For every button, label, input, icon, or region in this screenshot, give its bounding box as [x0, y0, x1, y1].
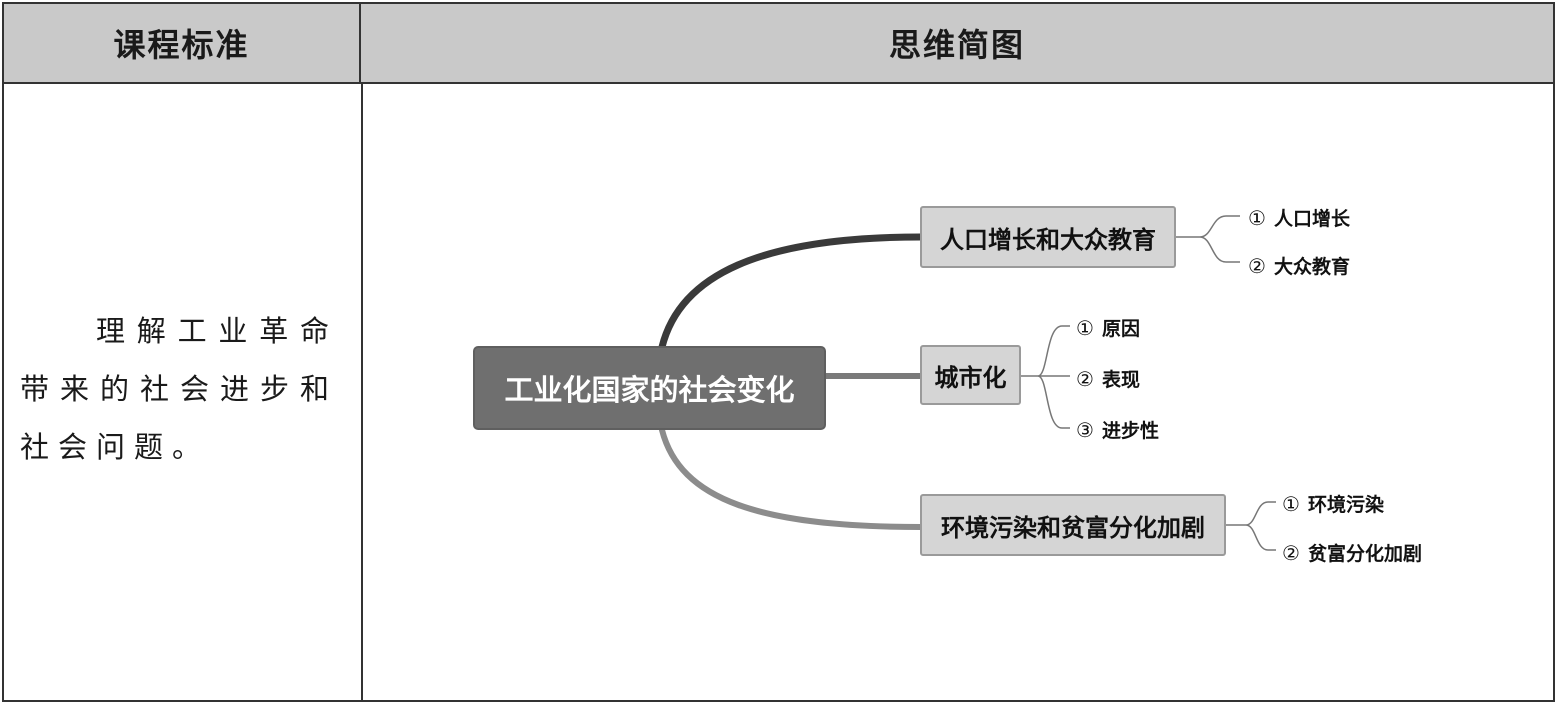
leaf-number: ① — [1282, 492, 1300, 516]
brace-branch3 — [1226, 501, 1276, 551]
connector-root-branch3 — [659, 427, 924, 530]
brace-branch1 — [1176, 215, 1240, 263]
leaf-mass-education: ② 大众教育 — [1248, 252, 1350, 279]
leaf-text: 表现 — [1101, 369, 1140, 391]
leaf-progressiveness: ③ 进步性 — [1076, 416, 1159, 443]
header-mind-map: 思维简图 — [361, 4, 1553, 84]
leaf-wealth-gap: ② 贫富分化加剧 — [1282, 539, 1422, 566]
branch-urbanization: 城市化 — [920, 345, 1021, 405]
leaf-text: 环境污染 — [1307, 494, 1384, 516]
leaf-number: ③ — [1076, 418, 1094, 442]
leaf-text: 大众教育 — [1273, 256, 1350, 278]
leaf-text: 原因 — [1101, 318, 1140, 340]
mind-map-root: 工业化国家的社会变化 — [473, 346, 826, 430]
connector-root-branch1 — [658, 233, 925, 351]
leaf-number: ② — [1282, 541, 1300, 565]
branch-pollution-inequality: 环境污染和贫富分化加剧 — [920, 494, 1226, 556]
leaf-manifestations: ② 表现 — [1076, 365, 1140, 392]
curriculum-standard-text: 理解工业革命带来的社会进步和社会问题。 — [20, 314, 338, 464]
leaf-text: 人口增长 — [1273, 208, 1350, 230]
leaf-population-growth: ① 人口增长 — [1248, 204, 1350, 231]
branch-population-education: 人口增长和大众教育 — [920, 206, 1176, 268]
header-curriculum-standard: 课程标准 — [4, 4, 361, 84]
leaf-number: ① — [1248, 206, 1266, 230]
brace-branch2 — [1021, 325, 1070, 429]
leaf-number: ② — [1076, 367, 1094, 391]
column-divider — [361, 84, 363, 700]
leaf-causes: ① 原因 — [1076, 314, 1140, 341]
leaf-number: ① — [1076, 316, 1094, 340]
leaf-text: 进步性 — [1101, 420, 1159, 442]
leaf-number: ② — [1248, 254, 1266, 278]
leaf-environmental-pollution: ① 环境污染 — [1282, 490, 1384, 517]
leaf-text: 贫富分化加剧 — [1307, 543, 1422, 565]
